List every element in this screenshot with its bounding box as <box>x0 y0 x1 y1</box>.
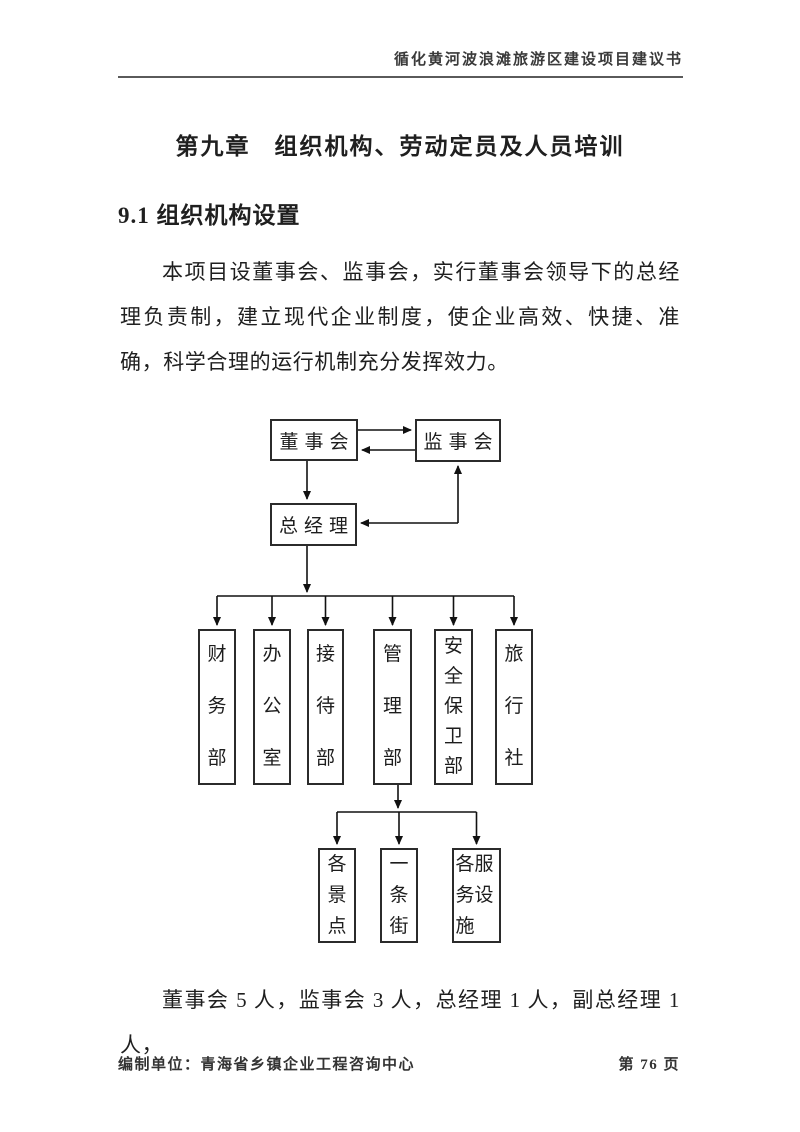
street-label: 一条街 <box>389 854 409 937</box>
board-label: 董事会 <box>279 431 355 453</box>
security-dept-label: 安全保卫部 <box>443 636 463 777</box>
general-manager-label: 总经理 <box>278 516 354 537</box>
chapter-title-text: 组织机构、劳动定员及人员培训 <box>274 134 625 159</box>
org-box-office: 办公室 <box>253 629 291 785</box>
org-box-finance-dept: 财务部 <box>198 629 236 785</box>
staffing-paragraph: 董事会 5 人，监事会 3 人，总经理 1 人，副总经理 1 人， <box>120 988 680 1057</box>
org-box-management-dept: 管理部 <box>373 629 412 785</box>
page-footer: 编制单位：青海省乡镇企业工程咨询中心 第 76 页 <box>118 1053 680 1074</box>
chapter-number: 第九章 <box>175 134 251 159</box>
footer-page-number: 第 76 页 <box>618 1057 680 1073</box>
org-box-security-dept: 安全保卫部 <box>434 629 473 785</box>
travel-agency-label: 旅行社 <box>504 644 524 769</box>
office-label: 办公室 <box>262 644 282 769</box>
org-box-reception-dept: 接待部 <box>307 629 344 785</box>
intro-paragraph: 本项目设董事会、监事会，实行董事会领导下的总经理负责制，建立现代企业制度，使企业… <box>120 260 680 374</box>
org-box-general-manager: 总经理 <box>270 503 357 546</box>
supervisory-label: 监事会 <box>423 432 499 453</box>
org-box-supervisory: 监事会 <box>415 419 501 462</box>
org-box-street: 一条街 <box>380 848 418 943</box>
header-rule <box>118 76 683 78</box>
finance-dept-label: 财务部 <box>207 644 227 769</box>
org-box-travel-agency: 旅行社 <box>495 629 533 785</box>
scenic-spots-label: 各景点 <box>327 854 347 937</box>
page-header-text: 循化黄河波浪滩旅游区建设项目建议书 <box>393 52 683 68</box>
org-box-scenic-spots: 各景点 <box>318 848 356 943</box>
service-facilities-label: 各服务设施 <box>455 854 494 937</box>
org-box-service-facilities: 各服务设施 <box>452 848 501 943</box>
management-dept-label: 管理部 <box>382 644 402 769</box>
chapter-title: 第九章组织机构、劳动定员及人员培训 <box>120 127 680 161</box>
section-heading: 9.1 组织机构设置 <box>118 203 301 228</box>
reception-dept-label: 接待部 <box>315 644 335 769</box>
footer-publisher: 编制单位：青海省乡镇企业工程咨询中心 <box>118 1057 416 1073</box>
org-box-board: 董事会 <box>270 419 358 461</box>
